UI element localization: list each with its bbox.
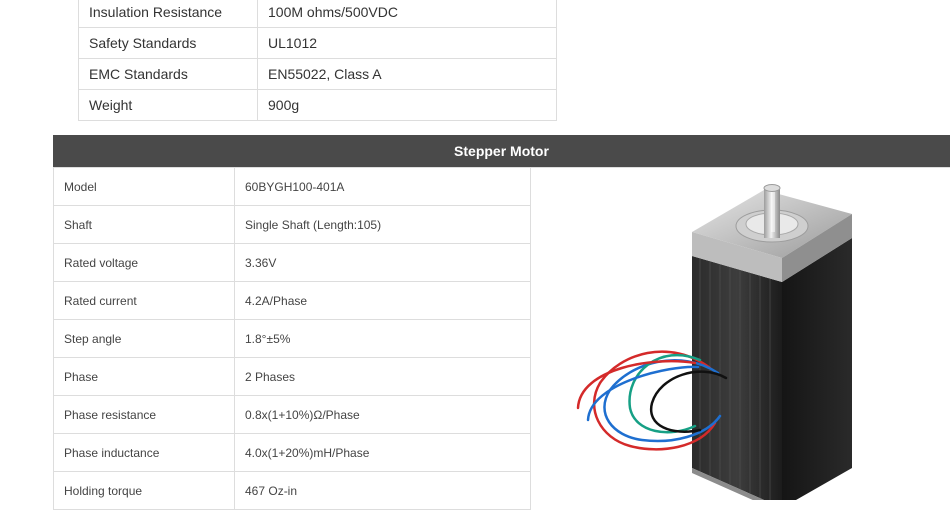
spec-value: 4.2A/Phase — [234, 281, 531, 320]
spec-value: EN55022, Class A — [257, 58, 557, 90]
table-row: Model 60BYGH100-401A — [53, 167, 531, 206]
table-row: Rated voltage 3.36V — [53, 243, 531, 282]
table-row: Holding torque 467 Oz-in — [53, 471, 531, 510]
spec-label: Insulation Resistance — [78, 0, 258, 28]
stepper-motor-image — [576, 184, 852, 500]
spec-label: Holding torque — [53, 471, 235, 510]
spec-value: 900g — [257, 89, 557, 121]
table-row: EMC Standards EN55022, Class A — [78, 58, 557, 90]
spec-label: Rated voltage — [53, 243, 235, 282]
spec-value: 3.36V — [234, 243, 531, 282]
spec-value: 60BYGH100-401A — [234, 167, 531, 206]
stepper-motor-header: Stepper Motor — [53, 135, 950, 167]
spec-value: 1.8°±5% — [234, 319, 531, 358]
spec-label: Rated current — [53, 281, 235, 320]
spec-label: Phase — [53, 357, 235, 396]
spec-label: Safety Standards — [78, 27, 258, 59]
top-specs-table: Insulation Resistance 100M ohms/500VDC S… — [78, 0, 557, 121]
table-row: Phase 2 Phases — [53, 357, 531, 396]
spec-label: Model — [53, 167, 235, 206]
table-row: Rated current 4.2A/Phase — [53, 281, 531, 320]
spec-value: Single Shaft (Length:105) — [234, 205, 531, 244]
table-row: Phase resistance 0.8x(1+10%)Ω/Phase — [53, 395, 531, 434]
table-row: Shaft Single Shaft (Length:105) — [53, 205, 531, 244]
motor-specs-table: Model 60BYGH100-401A Shaft Single Shaft … — [53, 167, 531, 510]
spec-value: 467 Oz-in — [234, 471, 531, 510]
spec-value: 0.8x(1+10%)Ω/Phase — [234, 395, 531, 434]
spec-value: 4.0x(1+20%)mH/Phase — [234, 433, 531, 472]
table-row: Safety Standards UL1012 — [78, 27, 557, 59]
table-row: Phase inductance 4.0x(1+20%)mH/Phase — [53, 433, 531, 472]
spec-value: 2 Phases — [234, 357, 531, 396]
image-cell — [531, 167, 950, 507]
table-row: Insulation Resistance 100M ohms/500VDC — [78, 0, 557, 28]
spec-label: Phase resistance — [53, 395, 235, 434]
spec-value: 100M ohms/500VDC — [257, 0, 557, 28]
spec-label: Weight — [78, 89, 258, 121]
spec-value: UL1012 — [257, 27, 557, 59]
spec-label: Shaft — [53, 205, 235, 244]
table-row: Weight 900g — [78, 89, 557, 121]
spec-label: Step angle — [53, 319, 235, 358]
spec-label: EMC Standards — [78, 58, 258, 90]
spec-label: Phase inductance — [53, 433, 235, 472]
table-row: Step angle 1.8°±5% — [53, 319, 531, 358]
